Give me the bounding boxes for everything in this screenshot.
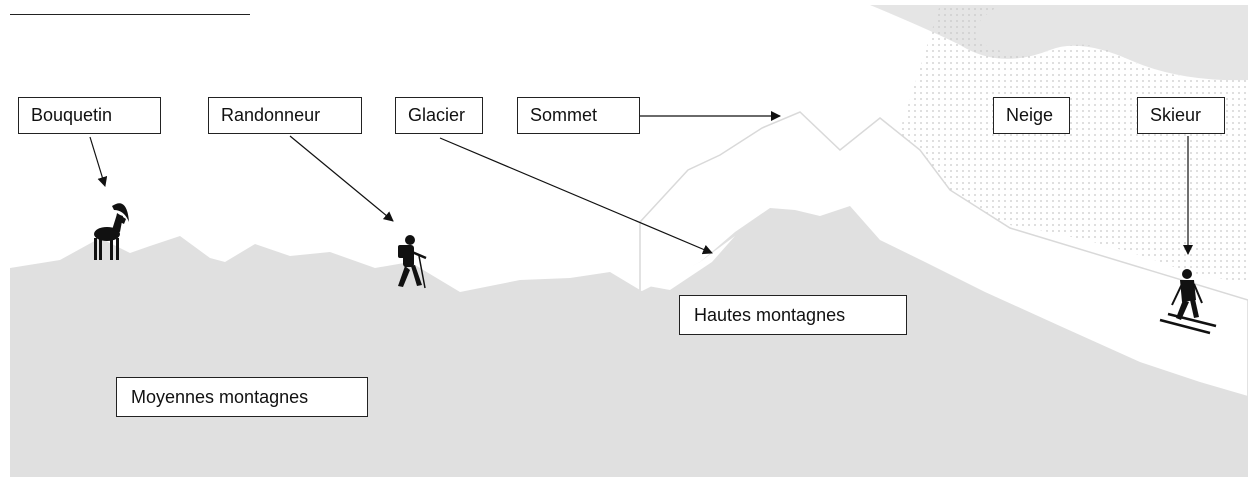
hiker-icon [398,235,427,289]
header-rule [10,14,250,15]
label-sommet: Sommet [517,97,640,134]
label-skieur: Skieur [1137,97,1225,134]
label-randonneur: Randonneur [208,97,362,134]
glacier-arrow [439,137,713,255]
glacier-tongue [648,236,735,290]
zone-hautes-montagnes: Hautes montagnes [679,295,907,335]
label-glacier: Glacier [395,97,483,134]
label-neige: Neige [993,97,1070,134]
ibex-icon [94,203,129,260]
bouquetin-arrow [89,136,108,187]
skier-icon [1159,269,1217,335]
zone-moyennes-montagnes: Moyennes montagnes [116,377,368,417]
randonneur-arrow [289,135,394,222]
label-bouquetin: Bouquetin [18,97,161,134]
